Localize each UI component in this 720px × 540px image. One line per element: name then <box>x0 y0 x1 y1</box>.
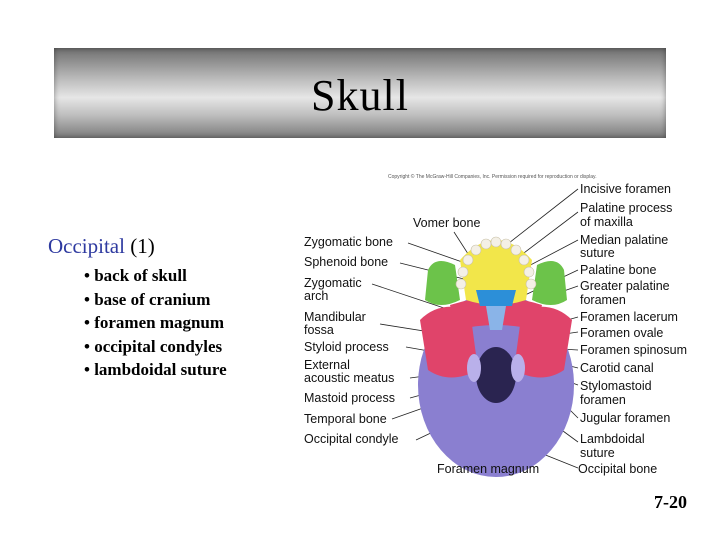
bullet-item: foramen magnum <box>84 311 227 335</box>
label-foramen-magnum: Foramen magnum <box>437 462 540 476</box>
bullet-item: back of skull <box>84 264 227 288</box>
label-palatine-process-2: of maxilla <box>580 215 633 229</box>
label-lambdoidal-suture-2: suture <box>580 446 615 460</box>
title-bar: Skull <box>54 48 666 138</box>
label-lambdoidal-suture: Lambdoidal <box>580 432 645 446</box>
label-palatine-bone: Palatine bone <box>580 263 657 277</box>
label-sphenoid-bone: Sphenoid bone <box>304 255 389 269</box>
label-foramen-ovale: Foramen ovale <box>580 326 664 340</box>
label-occipital-bone: Occipital bone <box>578 462 658 476</box>
skull-illustration <box>371 188 579 477</box>
label-stylomastoid-foramen-2: foramen <box>580 393 626 407</box>
label-occipital-condyle: Occipital condyle <box>304 432 399 446</box>
label-styloid-process: Styloid process <box>304 340 389 354</box>
label-foramen-lacerum: Foramen lacerum <box>580 310 678 324</box>
label-greater-palatine-foramen-2: foramen <box>580 293 626 307</box>
bullet-item: occipital condyles <box>84 335 227 359</box>
label-external-acoustic-meatus: External <box>304 358 350 372</box>
label-mandibular-fossa-2: fossa <box>304 323 334 337</box>
label-external-acoustic-meatus-2: acoustic meatus <box>304 371 395 385</box>
skull-inferior-view-figure: Copyright © The McGraw-Hill Companies, I… <box>300 170 710 482</box>
label-mandibular-fossa: Mandibular <box>304 310 366 324</box>
label-incisive-foramen: Incisive foramen <box>580 182 672 196</box>
label-temporal-bone: Temporal bone <box>304 412 387 426</box>
page-number: 7-20 <box>654 492 687 512</box>
bullet-item: base of cranium <box>84 288 227 312</box>
label-median-palatine-suture: Median palatine <box>580 233 669 247</box>
slide-title: Skull <box>311 71 409 120</box>
bullet-list: back of skull base of cranium foramen ma… <box>84 264 227 382</box>
heading-count: (1) <box>130 234 155 258</box>
label-carotid-canal: Carotid canal <box>580 361 654 375</box>
label-zygomatic-arch: Zygomatic <box>304 276 362 290</box>
label-greater-palatine-foramen: Greater palatine <box>580 279 670 293</box>
label-stylomastoid-foramen: Stylomastoid <box>580 379 652 393</box>
section-heading: Occipital (1) <box>48 234 155 259</box>
label-palatine-process: Palatine process <box>580 201 673 215</box>
copyright-notice: Copyright © The McGraw-Hill Companies, I… <box>388 174 597 180</box>
label-vomer-bone: Vomer bone <box>413 216 481 230</box>
heading-bone-name: Occipital <box>48 234 125 258</box>
label-mastoid-process: Mastoid process <box>304 391 396 405</box>
label-zygomatic-arch-2: arch <box>304 289 329 303</box>
label-zygomatic-bone: Zygomatic bone <box>304 235 393 249</box>
label-median-palatine-suture-2: suture <box>580 246 615 260</box>
label-foramen-spinosum: Foramen spinosum <box>580 343 687 357</box>
bullet-item: lambdoidal suture <box>84 358 226 382</box>
label-jugular-foramen: Jugular foramen <box>580 411 671 425</box>
